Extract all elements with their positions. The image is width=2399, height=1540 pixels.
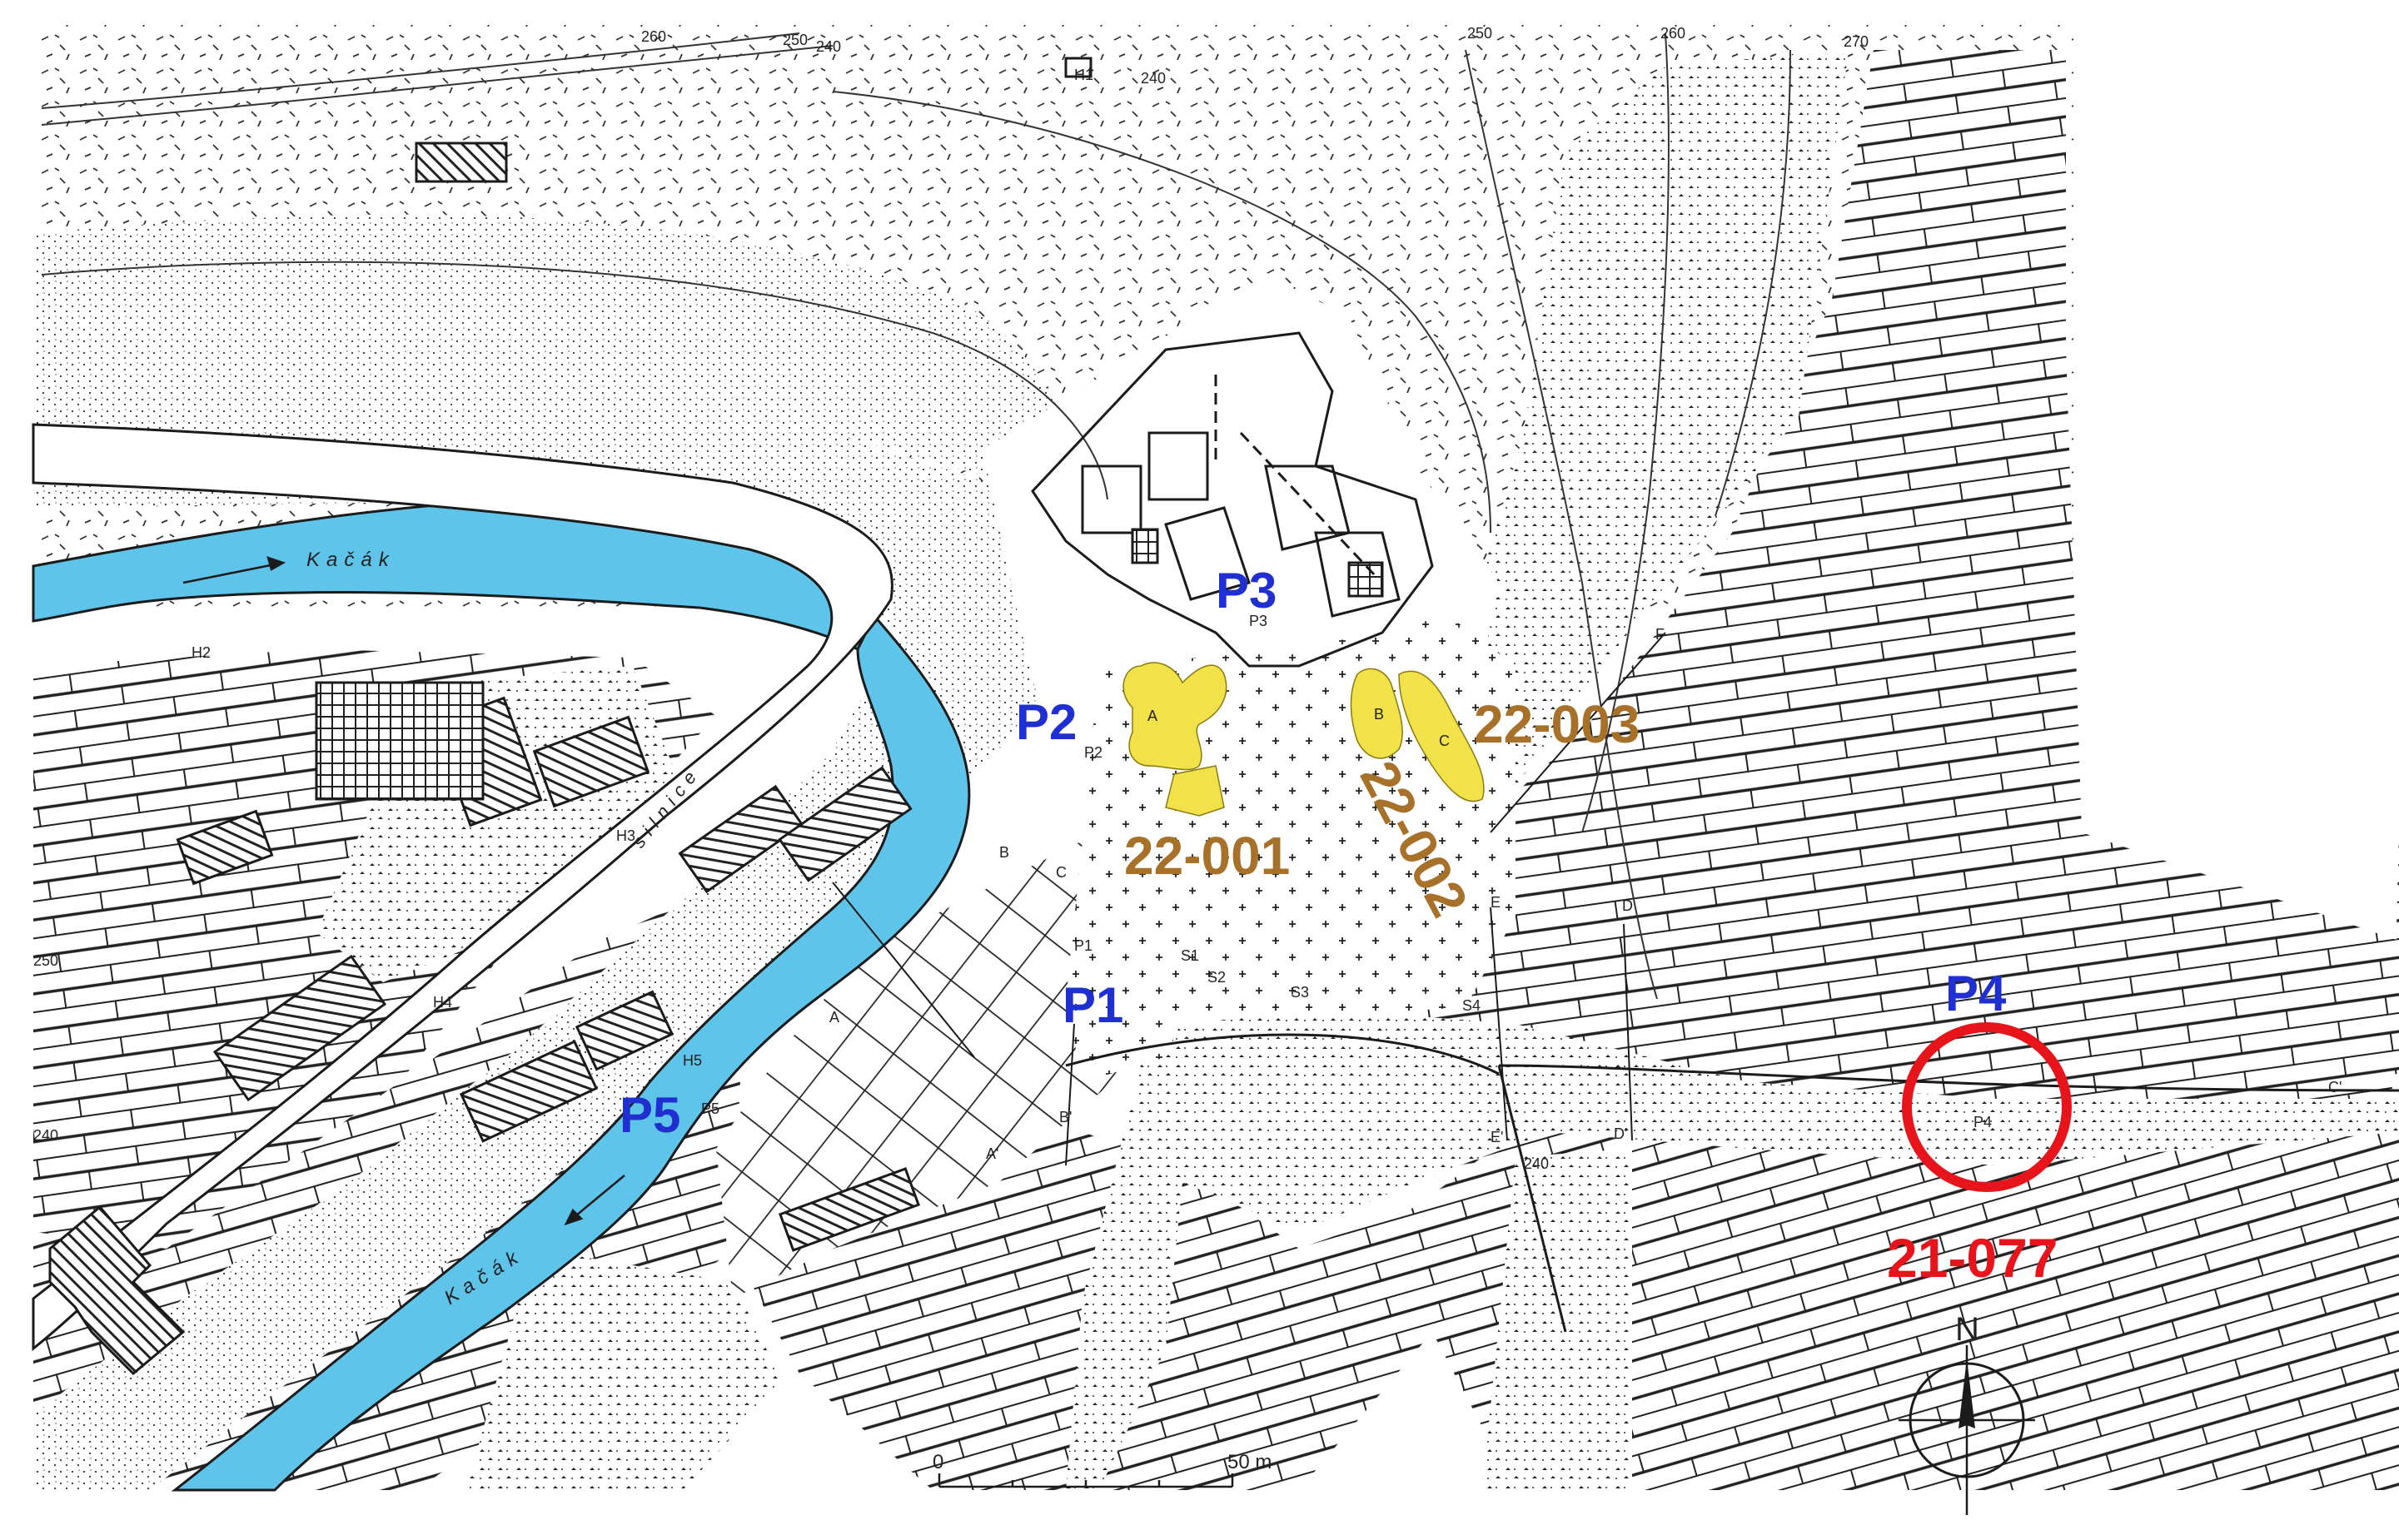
building: [48, 1205, 186, 1376]
contour-label: 260: [641, 28, 666, 45]
scree-triangles-ne: [1466, 50, 1849, 832]
deposit-label-22-003: 22-003: [1474, 694, 1640, 754]
building: [779, 1167, 920, 1252]
rock-grid-unit: [716, 841, 1182, 1299]
scale-start: 0: [933, 1451, 943, 1473]
compass-needle: [1959, 1359, 1975, 1428]
highlight-21-077: 21-077: [1887, 1022, 2072, 1289]
deposit-letter: A: [1147, 708, 1157, 724]
sample-p5-small: P5: [701, 1100, 719, 1117]
building: [532, 715, 650, 808]
highlight-label: 21-077: [1887, 1227, 2058, 1289]
contour-label: 250: [33, 952, 58, 969]
site-label-p1: P1: [1063, 977, 1123, 1033]
section-letter: D': [1614, 1125, 1627, 1142]
buildings: [48, 142, 920, 1376]
site-label-p2: P2: [1016, 694, 1077, 750]
section-letter: D: [1622, 897, 1633, 914]
building: [678, 784, 804, 894]
deposit-b: [1350, 668, 1403, 759]
scale-bar: 0 50 m: [933, 1451, 1272, 1488]
building: [459, 1040, 599, 1143]
sample-s2: S2: [1207, 969, 1226, 986]
section-letter: E': [1491, 1129, 1503, 1145]
section-letter: A: [829, 1009, 839, 1026]
house-label: H3: [616, 827, 635, 844]
north-arrow: N: [1899, 1311, 2035, 1515]
upper-dotted-terrace: [33, 214, 1070, 499]
highlight-circle: [1902, 1022, 2072, 1192]
contour-label: 260: [1660, 25, 1685, 42]
site-label-p4: P4: [1945, 966, 2007, 1021]
sample-s4: S4: [1462, 997, 1481, 1014]
deposit-a: [1122, 662, 1227, 817]
building: [778, 766, 913, 882]
pale-cross-unit: [1066, 832, 1199, 1082]
sample-p4-small: P4: [1973, 1114, 1992, 1130]
house-label: H1: [1074, 67, 1093, 83]
section-letter: E: [1491, 894, 1501, 911]
sample-s1: S1: [1181, 947, 1199, 964]
scree-triangles-east-gully: [1482, 1149, 1632, 1490]
site-label-p3: P3: [1216, 563, 1277, 618]
contour-lines: [41, 32, 1791, 1000]
contour-label: 270: [1844, 33, 1869, 50]
section-letter: A': [986, 1145, 998, 1162]
section-lines: [832, 632, 2399, 1333]
sample-s3: S3: [1291, 984, 1309, 1001]
building: [212, 954, 387, 1102]
deposit-c: [1398, 670, 1485, 802]
section-letter: C: [1056, 864, 1067, 881]
deposit-label-22-001: 22-001: [1124, 826, 1290, 886]
river-name: Kačák: [306, 549, 396, 571]
contour-label: 250: [1467, 25, 1492, 42]
section-letter: F: [1655, 626, 1665, 643]
castle-ruins: [1031, 57, 1434, 668]
building: [575, 990, 674, 1071]
deposit-letter: B: [1374, 706, 1384, 723]
house-label: H4: [433, 994, 452, 1011]
house-label: H5: [683, 1052, 702, 1069]
sample-p1-small: P1: [1074, 937, 1092, 954]
north-letter: N: [1955, 1311, 1979, 1348]
alluvium-dotted: [33, 406, 1124, 1491]
section-letter: B': [1059, 1109, 1072, 1125]
flow-arrows: [182, 556, 625, 1226]
section-letter: B: [999, 844, 1009, 861]
building: [415, 142, 508, 183]
deposit-letter: C: [1439, 733, 1450, 749]
section-letter: C': [2328, 1079, 2342, 1095]
site-label-p5: P5: [620, 1087, 680, 1143]
sample-p2-small: P2: [1084, 744, 1102, 761]
building-grid-block: [315, 681, 485, 801]
sample-site-labels: P1 P2 P3 P4 P5: [620, 563, 2007, 1143]
building: [176, 809, 274, 886]
house-label: H2: [192, 644, 211, 661]
scree-triangles-sw: [466, 1249, 783, 1490]
contour-label: 240: [1524, 1155, 1549, 1172]
limestone-east-upper: [1416, 50, 2399, 1099]
scale-end: 50 m: [1227, 1451, 1272, 1473]
contour-label: 250: [783, 32, 808, 48]
contour-label: 240: [33, 1127, 58, 1144]
sample-p3-small: P3: [1249, 613, 1267, 629]
contour-label: 240: [816, 38, 841, 55]
deposits: [1122, 662, 1485, 817]
contour-label: 240: [1141, 70, 1166, 87]
